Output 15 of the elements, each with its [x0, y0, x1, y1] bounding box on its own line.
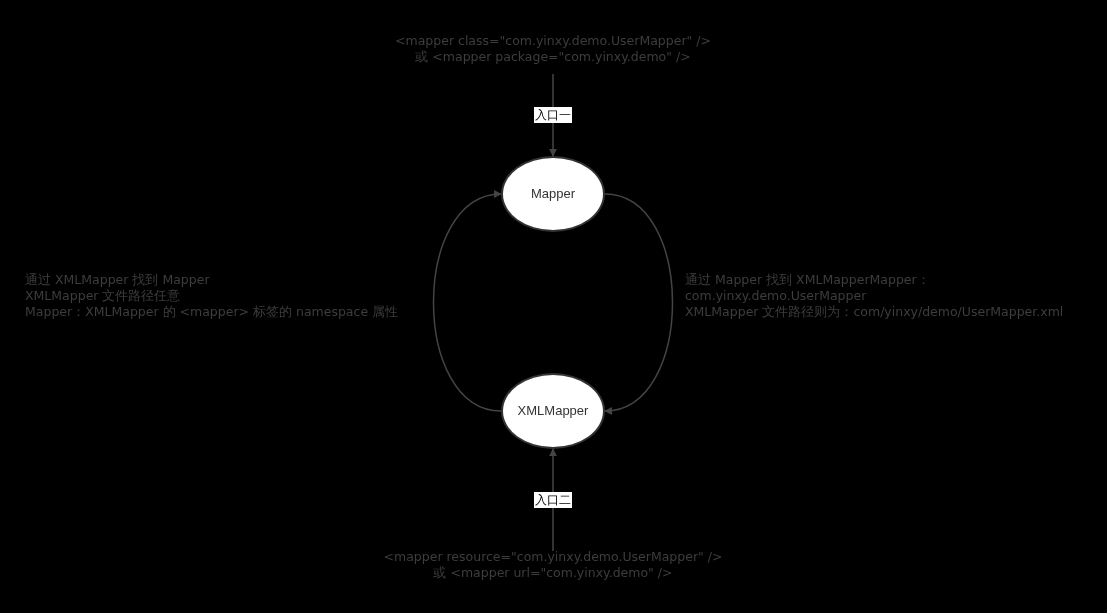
code-text: <mapper resource="com.yinxy.demo.UserMapper" /> — [383, 549, 723, 565]
note-text: 通过 Mapper 找到 XMLMapperMapper： — [685, 272, 930, 288]
note-text: 通过 XMLMapper 找到 Mapper — [25, 272, 210, 288]
node-label: XMLMapper — [517, 402, 589, 421]
arrow — [604, 193, 674, 414]
code-text: 或 <mapper package="com.yinxy.demo" /> — [415, 49, 691, 65]
code-text: <mapper class="com.yinxy.demo.UserMapper" /> — [395, 33, 711, 49]
node-label: Mapper — [530, 185, 576, 204]
arrow — [432, 191, 502, 412]
note-text: XMLMapper 文件路径则为：com/yinxy/demo/UserMapper.xml — [685, 304, 1064, 320]
edge-label: 入口一 — [534, 107, 572, 123]
note-text: com.yinxy.demo.UserMapper — [685, 288, 867, 304]
note-text: XMLMapper 文件路径任意 — [25, 288, 181, 304]
code-text: 或 <mapper url="com.yinxy.demo" /> — [433, 565, 673, 581]
edge-label: 入口二 — [534, 492, 572, 508]
